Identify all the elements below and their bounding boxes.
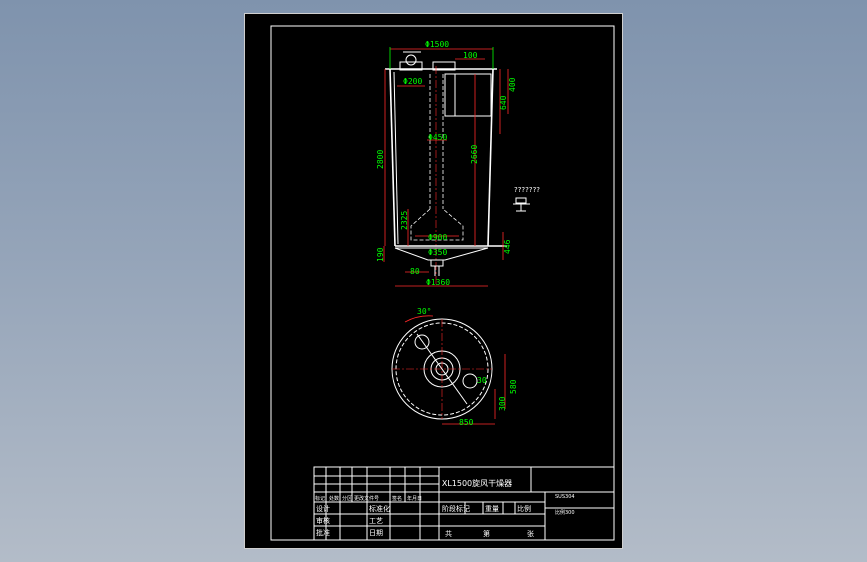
outlet-flange bbox=[430, 259, 444, 267]
plan-view: 30° 580 300 850 30 bbox=[391, 307, 518, 427]
inlet-nozzle bbox=[405, 54, 417, 66]
dim-angle: 30° bbox=[417, 307, 431, 316]
dim-300: 300 bbox=[498, 396, 507, 411]
dim-top-diameter: Φ1500 bbox=[425, 40, 449, 49]
elevation-dimensions: Φ1500 100 400 640 Φ200 2800 Φ450 2660 23… bbox=[376, 40, 540, 287]
unknown-label: ??????? bbox=[514, 186, 540, 194]
dim-640: 640 bbox=[499, 95, 508, 110]
label-date: 日期 bbox=[369, 529, 383, 537]
label-sheet-no: 第 bbox=[483, 529, 490, 538]
right-wall bbox=[487, 68, 494, 247]
label-review: 审核 bbox=[316, 516, 330, 525]
label-weight: 重量 bbox=[485, 505, 499, 513]
rev-date: 年月日 bbox=[407, 495, 422, 502]
dim-400: 400 bbox=[508, 77, 517, 92]
inlet-flange bbox=[399, 61, 423, 71]
top-neck bbox=[432, 61, 456, 71]
rev-zone: 分区 bbox=[342, 495, 352, 502]
title-block: XL1500旋风干燥器 SUS304 比例300 标记 处数 分区 更改文件号 … bbox=[313, 466, 615, 541]
rev-doc: 更改文件号 bbox=[354, 495, 379, 502]
dim-inlet-diameter: Φ200 bbox=[403, 77, 422, 86]
inner-left-wall bbox=[393, 71, 399, 245]
inlet-port-left bbox=[414, 334, 430, 350]
label-standardize: 标准化 bbox=[369, 504, 390, 513]
rev-mark: 标记 bbox=[315, 495, 325, 502]
dim-cone-top-diameter: Φ900 bbox=[428, 233, 447, 242]
dim-base-diameter: Φ1360 bbox=[426, 278, 450, 287]
dim-2325: 2325 bbox=[400, 211, 409, 230]
label-process: 工艺 bbox=[369, 517, 383, 525]
label-total: 共 bbox=[445, 529, 452, 538]
dim-80: 80 bbox=[410, 267, 420, 276]
cad-drawing: Φ1500 100 400 640 Φ200 2800 Φ450 2660 23… bbox=[270, 25, 615, 541]
dim-30-small: 30 bbox=[477, 376, 487, 385]
dim-850: 850 bbox=[459, 418, 474, 427]
dim-446: 446 bbox=[503, 239, 512, 254]
dim-2660: 2660 bbox=[470, 145, 479, 164]
tangential-inlet bbox=[444, 73, 492, 117]
label-design: 设计 bbox=[316, 504, 330, 513]
dim-outlet-diameter: Φ350 bbox=[428, 248, 447, 257]
label-stage: 阶段标记 bbox=[442, 504, 470, 513]
rev-sign: 签名 bbox=[392, 495, 402, 502]
elevation-view bbox=[385, 51, 530, 284]
label-ratio: 比例 bbox=[517, 504, 531, 513]
dim-2800: 2800 bbox=[376, 150, 385, 169]
drawing-sheet: Φ1500 100 400 640 Φ200 2800 Φ450 2660 23… bbox=[244, 13, 623, 549]
scale-label: 比例300 bbox=[555, 509, 575, 516]
dim-580: 580 bbox=[509, 379, 518, 394]
dim-190: 190 bbox=[376, 247, 385, 262]
rev-count: 处数 bbox=[329, 495, 339, 502]
inlet-port-right bbox=[462, 373, 478, 389]
label-sheet-unit: 张 bbox=[527, 529, 534, 538]
label-approve: 批准 bbox=[316, 528, 330, 537]
dim-pipe-diameter: Φ450 bbox=[428, 133, 447, 142]
drawing-title: XL1500旋风干燥器 bbox=[442, 478, 512, 488]
left-wall bbox=[389, 68, 396, 247]
material: SUS304 bbox=[555, 494, 575, 500]
inner-cone bbox=[410, 208, 464, 241]
dim-100: 100 bbox=[463, 51, 478, 60]
